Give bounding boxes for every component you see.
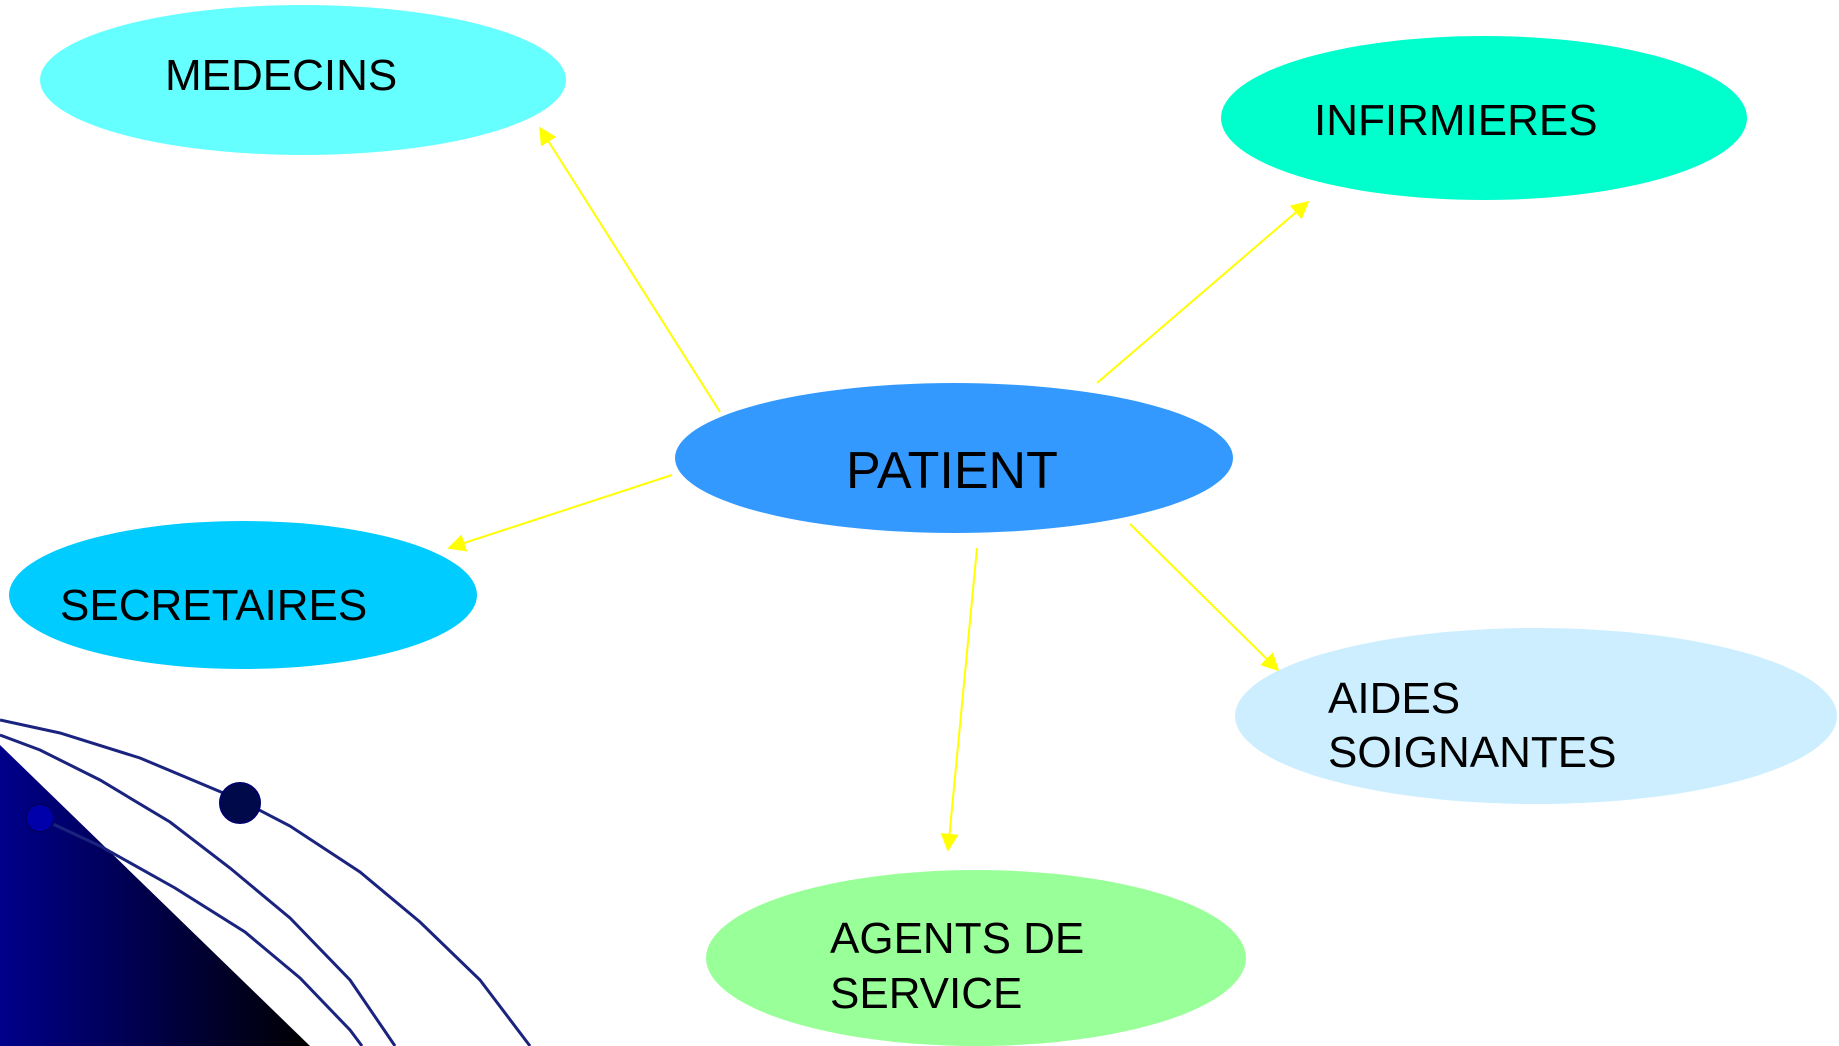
arrow-to-secretaires bbox=[447, 474, 673, 552]
corner-decoration bbox=[0, 718, 532, 1046]
node-agents-de-service: AGENTS DE SERVICE bbox=[706, 870, 1246, 1046]
decor-curve-2 bbox=[0, 733, 397, 1046]
node-patient: PATIENT bbox=[675, 383, 1233, 533]
node-aides-soignantes-label-line2: SOIGNANTES bbox=[1328, 728, 1617, 777]
node-patient-shape bbox=[675, 383, 1233, 533]
node-medecins-label: MEDECINS bbox=[165, 51, 397, 100]
arrow-to-aides-soignantes bbox=[1129, 523, 1280, 672]
arrow-to-medecins bbox=[539, 126, 721, 413]
node-infirmieres-shape bbox=[1221, 36, 1747, 200]
decor-curve-3 bbox=[39, 816, 364, 1046]
node-secretaires: SECRETAIRES bbox=[9, 521, 477, 669]
decor-curve-1 bbox=[0, 718, 532, 1046]
decor-dot-large bbox=[219, 782, 261, 824]
decor-dot-small bbox=[25, 803, 55, 833]
node-secretaires-shape bbox=[9, 521, 477, 669]
node-aides-soignantes-shape bbox=[1235, 628, 1837, 804]
arrow-to-agents-de-service bbox=[940, 547, 978, 852]
node-aides-soignantes-label-line1: AIDES bbox=[1328, 674, 1460, 723]
connectors bbox=[447, 126, 1310, 852]
node-medecins: MEDECINS bbox=[40, 5, 566, 155]
node-infirmieres: INFIRMIERES bbox=[1221, 36, 1747, 200]
node-agents-de-service-label-line1: AGENTS DE bbox=[830, 914, 1084, 963]
corner-triangle bbox=[0, 745, 310, 1046]
node-secretaires-label: SECRETAIRES bbox=[60, 581, 367, 630]
node-infirmieres-label: INFIRMIERES bbox=[1314, 96, 1598, 145]
arrow-to-infirmieres bbox=[1096, 200, 1310, 384]
node-agents-de-service-shape bbox=[706, 870, 1246, 1046]
node-patient-label: PATIENT bbox=[846, 442, 1058, 500]
node-agents-de-service-label-line2: SERVICE bbox=[830, 969, 1022, 1018]
node-aides-soignantes: AIDES SOIGNANTES bbox=[1235, 628, 1837, 804]
node-medecins-shape bbox=[40, 5, 566, 155]
